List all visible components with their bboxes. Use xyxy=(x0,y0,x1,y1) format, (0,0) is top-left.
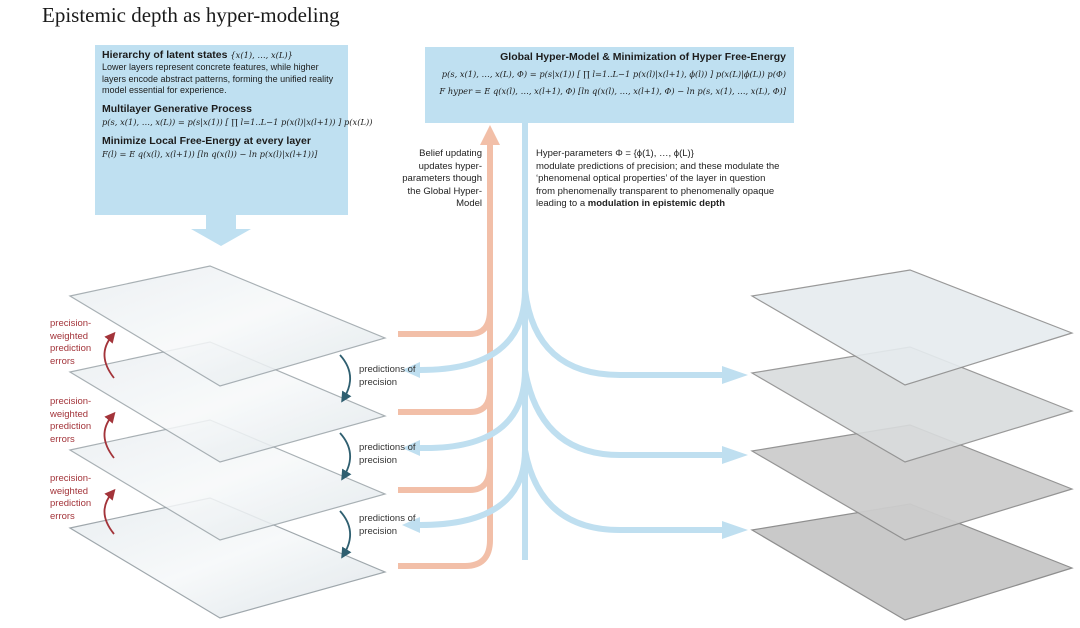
hyper-free-energy-equation: F hyper = E q(x(l), …, x(l+1), Φ) [ln q(… xyxy=(439,86,786,96)
latent-states-title: Hierarchy of latent states xyxy=(102,49,228,61)
error-label-2: precision- weighted prediction errors xyxy=(50,396,92,445)
global-hyper-model-box: Global Hyper-Model & Minimization of Hyp… xyxy=(425,47,794,123)
hyper-parameters-emphasis: modulation in epistemic depth xyxy=(587,198,725,209)
latent-states-math: {x(1), …, x(L)} xyxy=(230,50,293,60)
hyper-parameters-line: Hyper-parameters Φ = {ϕ(1), …, ϕ(L)} xyxy=(536,148,694,159)
generative-process-equation: p(s, x(1), …, x(L)) = p(s|x(1)) [ ∏ l=1.… xyxy=(102,116,373,127)
local-free-energy-equation: F(l) = E q(x(l), x(l+1)) [ln q(x(l)) − l… xyxy=(102,148,318,159)
left-layer-4 xyxy=(68,497,387,619)
left-layer-stack xyxy=(68,265,387,619)
right-layer-1 xyxy=(750,269,1074,386)
error-label-3: precision- weighted prediction errors xyxy=(50,473,92,522)
latent-states-heading: Hierarchy of latent states {x(1), …, x(L… xyxy=(102,49,341,62)
precision-label-1: predictions of precision xyxy=(359,364,416,388)
local-model-box: Hierarchy of latent states {x(1), …, x(L… xyxy=(95,45,373,215)
hyper-parameters-body: modulate predictions of precision; and t… xyxy=(536,160,780,210)
error-label-1: precision- weighted prediction errors xyxy=(50,318,92,367)
figure-title: Epistemic depth as hyper-modeling xyxy=(42,3,340,27)
global-generative-equation: p(s, x(1), …, x(L), Φ) = p(s|x(1)) [ ∏ l… xyxy=(441,69,786,79)
prediction-error-arrows xyxy=(103,331,116,535)
local-free-energy-heading: Minimize Local Free-Energy at every laye… xyxy=(102,134,311,147)
left-layer-3 xyxy=(68,419,387,541)
hyper-parameter-arrows xyxy=(402,123,748,560)
box-down-arrow xyxy=(191,215,251,246)
belief-update-arrows xyxy=(398,125,500,569)
global-model-heading: Global Hyper-Model & Minimization of Hyp… xyxy=(500,51,786,63)
generative-process-heading: Multilayer Generative Process xyxy=(102,102,252,115)
latent-states-description: Lower layers represent concrete features… xyxy=(102,62,334,95)
precision-label-2: predictions of precision xyxy=(359,442,416,466)
right-layer-stack xyxy=(750,269,1074,621)
hyper-parameters-note: Hyper-parameters Φ = {ϕ(1), …, ϕ(L)} mod… xyxy=(536,148,786,211)
belief-updating-note: Belief updating updates hyper-parameters… xyxy=(402,148,482,209)
precision-prediction-arrows xyxy=(339,354,352,559)
precision-label-3: predictions of precision xyxy=(359,513,416,537)
left-layer-1 xyxy=(68,265,387,387)
